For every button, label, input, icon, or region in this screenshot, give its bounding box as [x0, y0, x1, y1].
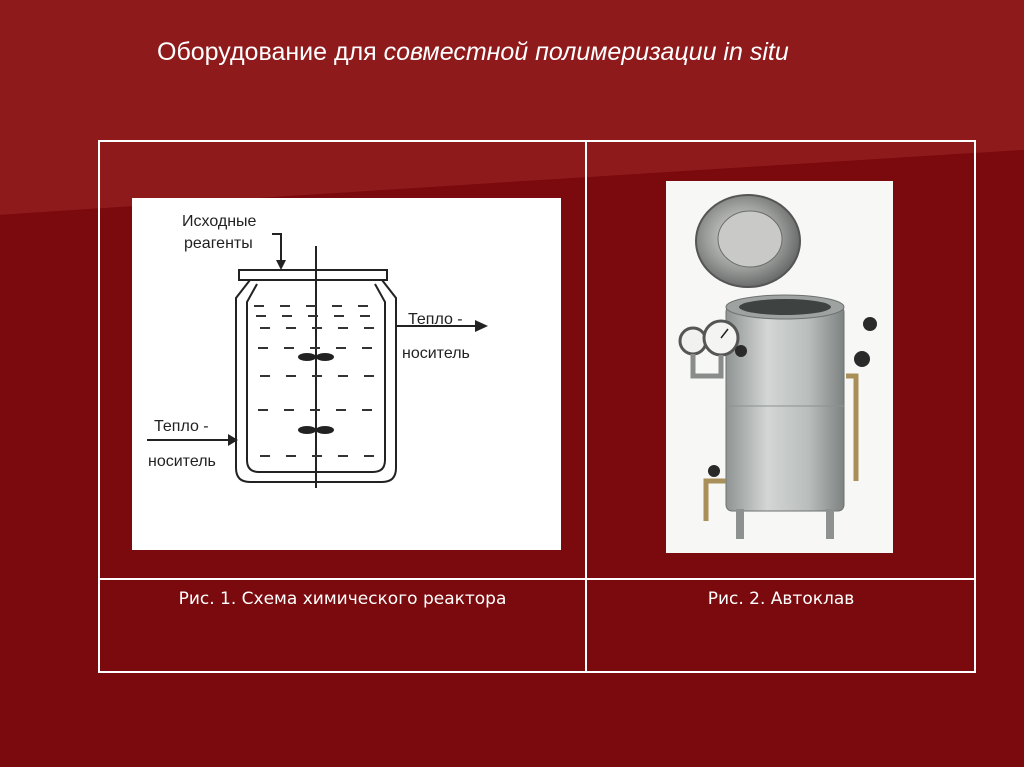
figure2-caption: Рис. 2. Автоклав	[707, 589, 855, 609]
autoclave-leg-right	[826, 509, 834, 539]
liquid-level-dashes	[254, 305, 380, 457]
feed-line	[272, 233, 282, 262]
impeller-lower-right	[316, 426, 334, 434]
label-initial-reagents-2: реагенты	[184, 235, 253, 252]
slide-title-italic: совместной полимеризации in situ	[383, 38, 789, 66]
table-row-divider	[98, 578, 976, 580]
valve-knob-right-icon	[854, 351, 870, 367]
autoclave-leg-left	[736, 509, 744, 539]
impeller-lower-left	[298, 426, 316, 434]
drain-valve-icon	[708, 465, 720, 477]
valve-knob-left-icon	[735, 345, 747, 357]
inlet-arrowhead	[228, 434, 238, 446]
gauge-pipe	[690, 354, 724, 379]
side-pipe	[846, 373, 859, 481]
label-coolant-left-2: носитель	[148, 453, 216, 470]
outlet-arrowhead	[475, 320, 488, 332]
table-column-divider	[585, 140, 587, 673]
reactor-lid	[238, 269, 388, 281]
reactor-schematic: Исходные реагенты Тепло - носитель Тепло…	[132, 198, 561, 550]
feed-arrowhead	[276, 260, 286, 270]
label-coolant-right-2: носитель	[402, 345, 470, 362]
label-coolant-left-1: Тепло -	[154, 418, 209, 435]
pressure-gauge-small-icon	[678, 326, 708, 356]
drain-pipe	[703, 478, 726, 521]
impeller-upper-left	[298, 353, 316, 361]
slide-title-plain: Оборудование для	[157, 38, 377, 66]
label-initial-reagents-1: Исходные	[182, 213, 257, 230]
autoclave-illustration	[678, 194, 877, 539]
autoclave-opening	[739, 299, 831, 315]
autoclave-photo	[666, 181, 893, 553]
autoclave-lid-inner	[717, 210, 783, 268]
valve-knob-top-icon	[863, 317, 877, 331]
slide-title: Оборудование для совместной полимеризаци…	[157, 38, 789, 67]
figure1-caption: Рис. 1. Схема химического реактора	[178, 589, 507, 609]
figure-table	[98, 140, 976, 673]
reactor-diagram: Исходные реагенты Тепло - носитель Тепло…	[147, 213, 488, 488]
autoclave-body	[725, 305, 845, 512]
label-coolant-right-1: Тепло -	[408, 311, 463, 328]
impeller-upper-right	[316, 353, 334, 361]
